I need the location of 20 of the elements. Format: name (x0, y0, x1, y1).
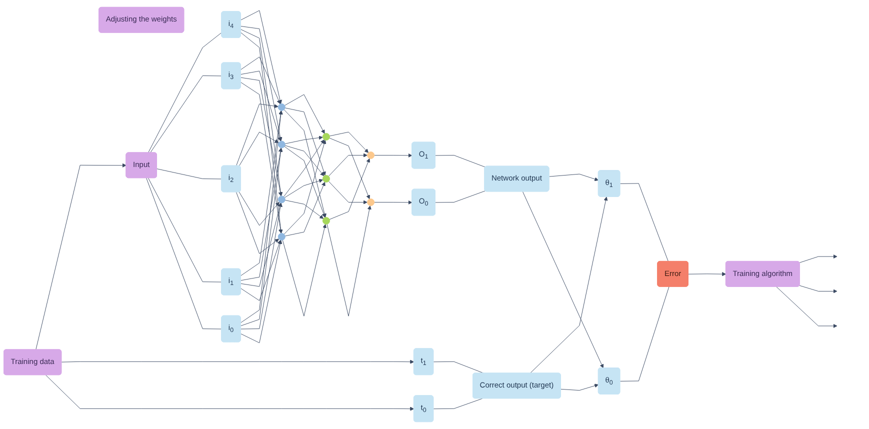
node-circle (367, 152, 375, 160)
connector (435, 155, 486, 168)
node-circle (278, 196, 286, 204)
node-circle (322, 132, 330, 140)
connector (620, 183, 668, 262)
node-circle (322, 217, 330, 225)
connector (156, 168, 222, 180)
node-circle (278, 103, 286, 111)
node-circle (278, 233, 286, 240)
connector (620, 286, 670, 382)
node-circle (322, 175, 330, 183)
connector (433, 398, 483, 410)
connector (148, 32, 222, 153)
connector (146, 178, 222, 330)
connector (148, 178, 222, 282)
connector (150, 75, 222, 153)
node-circle (278, 140, 286, 148)
node-circle (367, 198, 375, 206)
connector (433, 361, 484, 374)
connector (435, 190, 486, 203)
